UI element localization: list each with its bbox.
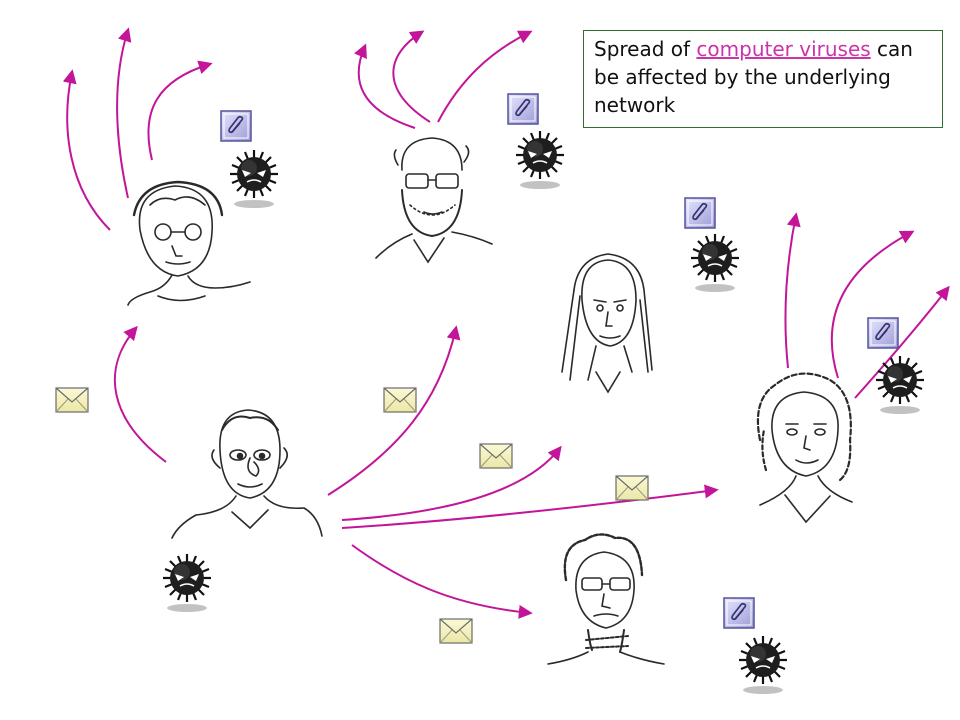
callout-box: Spread of computer viruses can be affect… [583, 30, 943, 128]
envelope-icon-group [55, 387, 649, 644]
arrow [114, 325, 167, 463]
arrow [392, 30, 431, 123]
virus-icon-group [161, 129, 926, 696]
attachment-icon [684, 197, 716, 229]
arrow [341, 484, 719, 529]
arrow [62, 69, 111, 231]
envelope-icon [383, 387, 417, 413]
arrow [784, 212, 801, 369]
attachment-icon [220, 110, 252, 142]
attachment-icon [867, 317, 899, 349]
arrow [354, 43, 416, 129]
envelope-icon [479, 443, 513, 469]
person-sketch-elderly-woman [127, 180, 251, 306]
attachment-icon [507, 93, 539, 125]
arrow [437, 30, 533, 123]
arrow [830, 230, 915, 379]
arrow [147, 60, 213, 161]
arrow [341, 445, 562, 521]
computer-viruses-link[interactable]: computer viruses [696, 37, 871, 61]
callout-text-before: Spread of [594, 37, 697, 61]
virus-icon [689, 232, 741, 294]
virus-icon [874, 354, 926, 416]
virus-icon [161, 552, 213, 614]
person-sketch-spiky-hair-man [547, 533, 665, 665]
envelope-icon [55, 387, 89, 413]
callout-text-after: can be affected by the underlying networ… [594, 37, 913, 117]
person-sketch-long-hair-woman [561, 253, 653, 394]
envelope-icon [439, 618, 473, 644]
virus-icon [737, 634, 789, 696]
arrow [351, 544, 533, 619]
arrow [116, 27, 132, 199]
virus-icon [228, 148, 280, 210]
person-sketch-bearded-man [375, 137, 493, 264]
virus-icon [514, 129, 566, 191]
attachment-icon [723, 597, 755, 629]
attachment-icon-group [220, 93, 899, 629]
person-sketch-bald-man [171, 409, 323, 539]
arrow [327, 325, 461, 496]
person-sketch-curly-hair-woman [756, 372, 853, 524]
envelope-icon [615, 475, 649, 501]
